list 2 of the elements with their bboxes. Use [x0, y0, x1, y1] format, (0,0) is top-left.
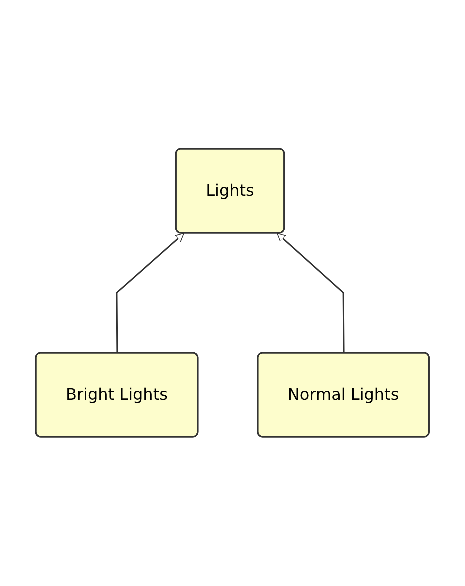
arrow [116, 233, 184, 354]
arrow [276, 233, 345, 354]
